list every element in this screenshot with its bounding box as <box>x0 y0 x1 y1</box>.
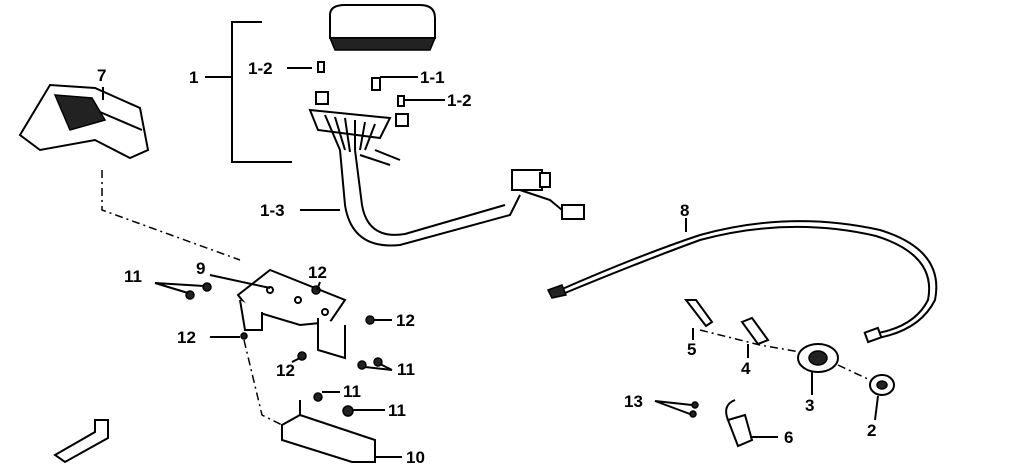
callout-label: 11 <box>343 382 361 401</box>
callout-label: 1 <box>189 68 198 87</box>
centerline <box>699 329 871 381</box>
centerline <box>101 170 283 426</box>
callout-label: 12 <box>396 311 415 330</box>
callout-label: 12 <box>308 263 327 282</box>
callout-label: 5 <box>687 340 696 359</box>
callout-label: 12 <box>276 361 295 380</box>
callout-label: 9 <box>196 259 205 278</box>
part-6 <box>725 399 754 448</box>
callout-label: 4 <box>741 359 751 378</box>
callout-label: 10 <box>406 448 425 467</box>
sleeve-part-4 <box>740 316 770 346</box>
callout-label: 6 <box>784 428 793 447</box>
callout-label: 11 <box>124 267 142 286</box>
speedometer-gear-part-3 <box>797 343 839 373</box>
callout-label: 7 <box>97 66 106 85</box>
meter-cover-part <box>18 83 150 160</box>
meter-bracket-part <box>236 268 347 360</box>
front-direction-arrow-icon <box>53 419 109 464</box>
callout-label: 12 <box>177 328 196 347</box>
callout-label: 8 <box>680 201 689 220</box>
callout-label: 11 <box>397 360 415 379</box>
lower-bracket-part <box>281 400 376 463</box>
callout-label: 13 <box>624 392 643 411</box>
bolt-part-5 <box>683 299 714 328</box>
leader-lines <box>102 67 879 458</box>
callout-label: 3 <box>805 396 814 415</box>
callout-label: 1-2 <box>447 91 472 110</box>
callout-label: 1-1 <box>420 68 445 87</box>
callout-label: 11 <box>388 401 406 420</box>
group-bracket <box>231 21 292 163</box>
ring-part-2 <box>869 374 895 396</box>
callout-label: 1-3 <box>260 201 285 220</box>
speedometer-cable-part <box>546 220 938 344</box>
callout-label: 2 <box>867 421 876 440</box>
meter-assembly-part <box>308 4 585 247</box>
callout-label: 1-2 <box>248 59 273 78</box>
